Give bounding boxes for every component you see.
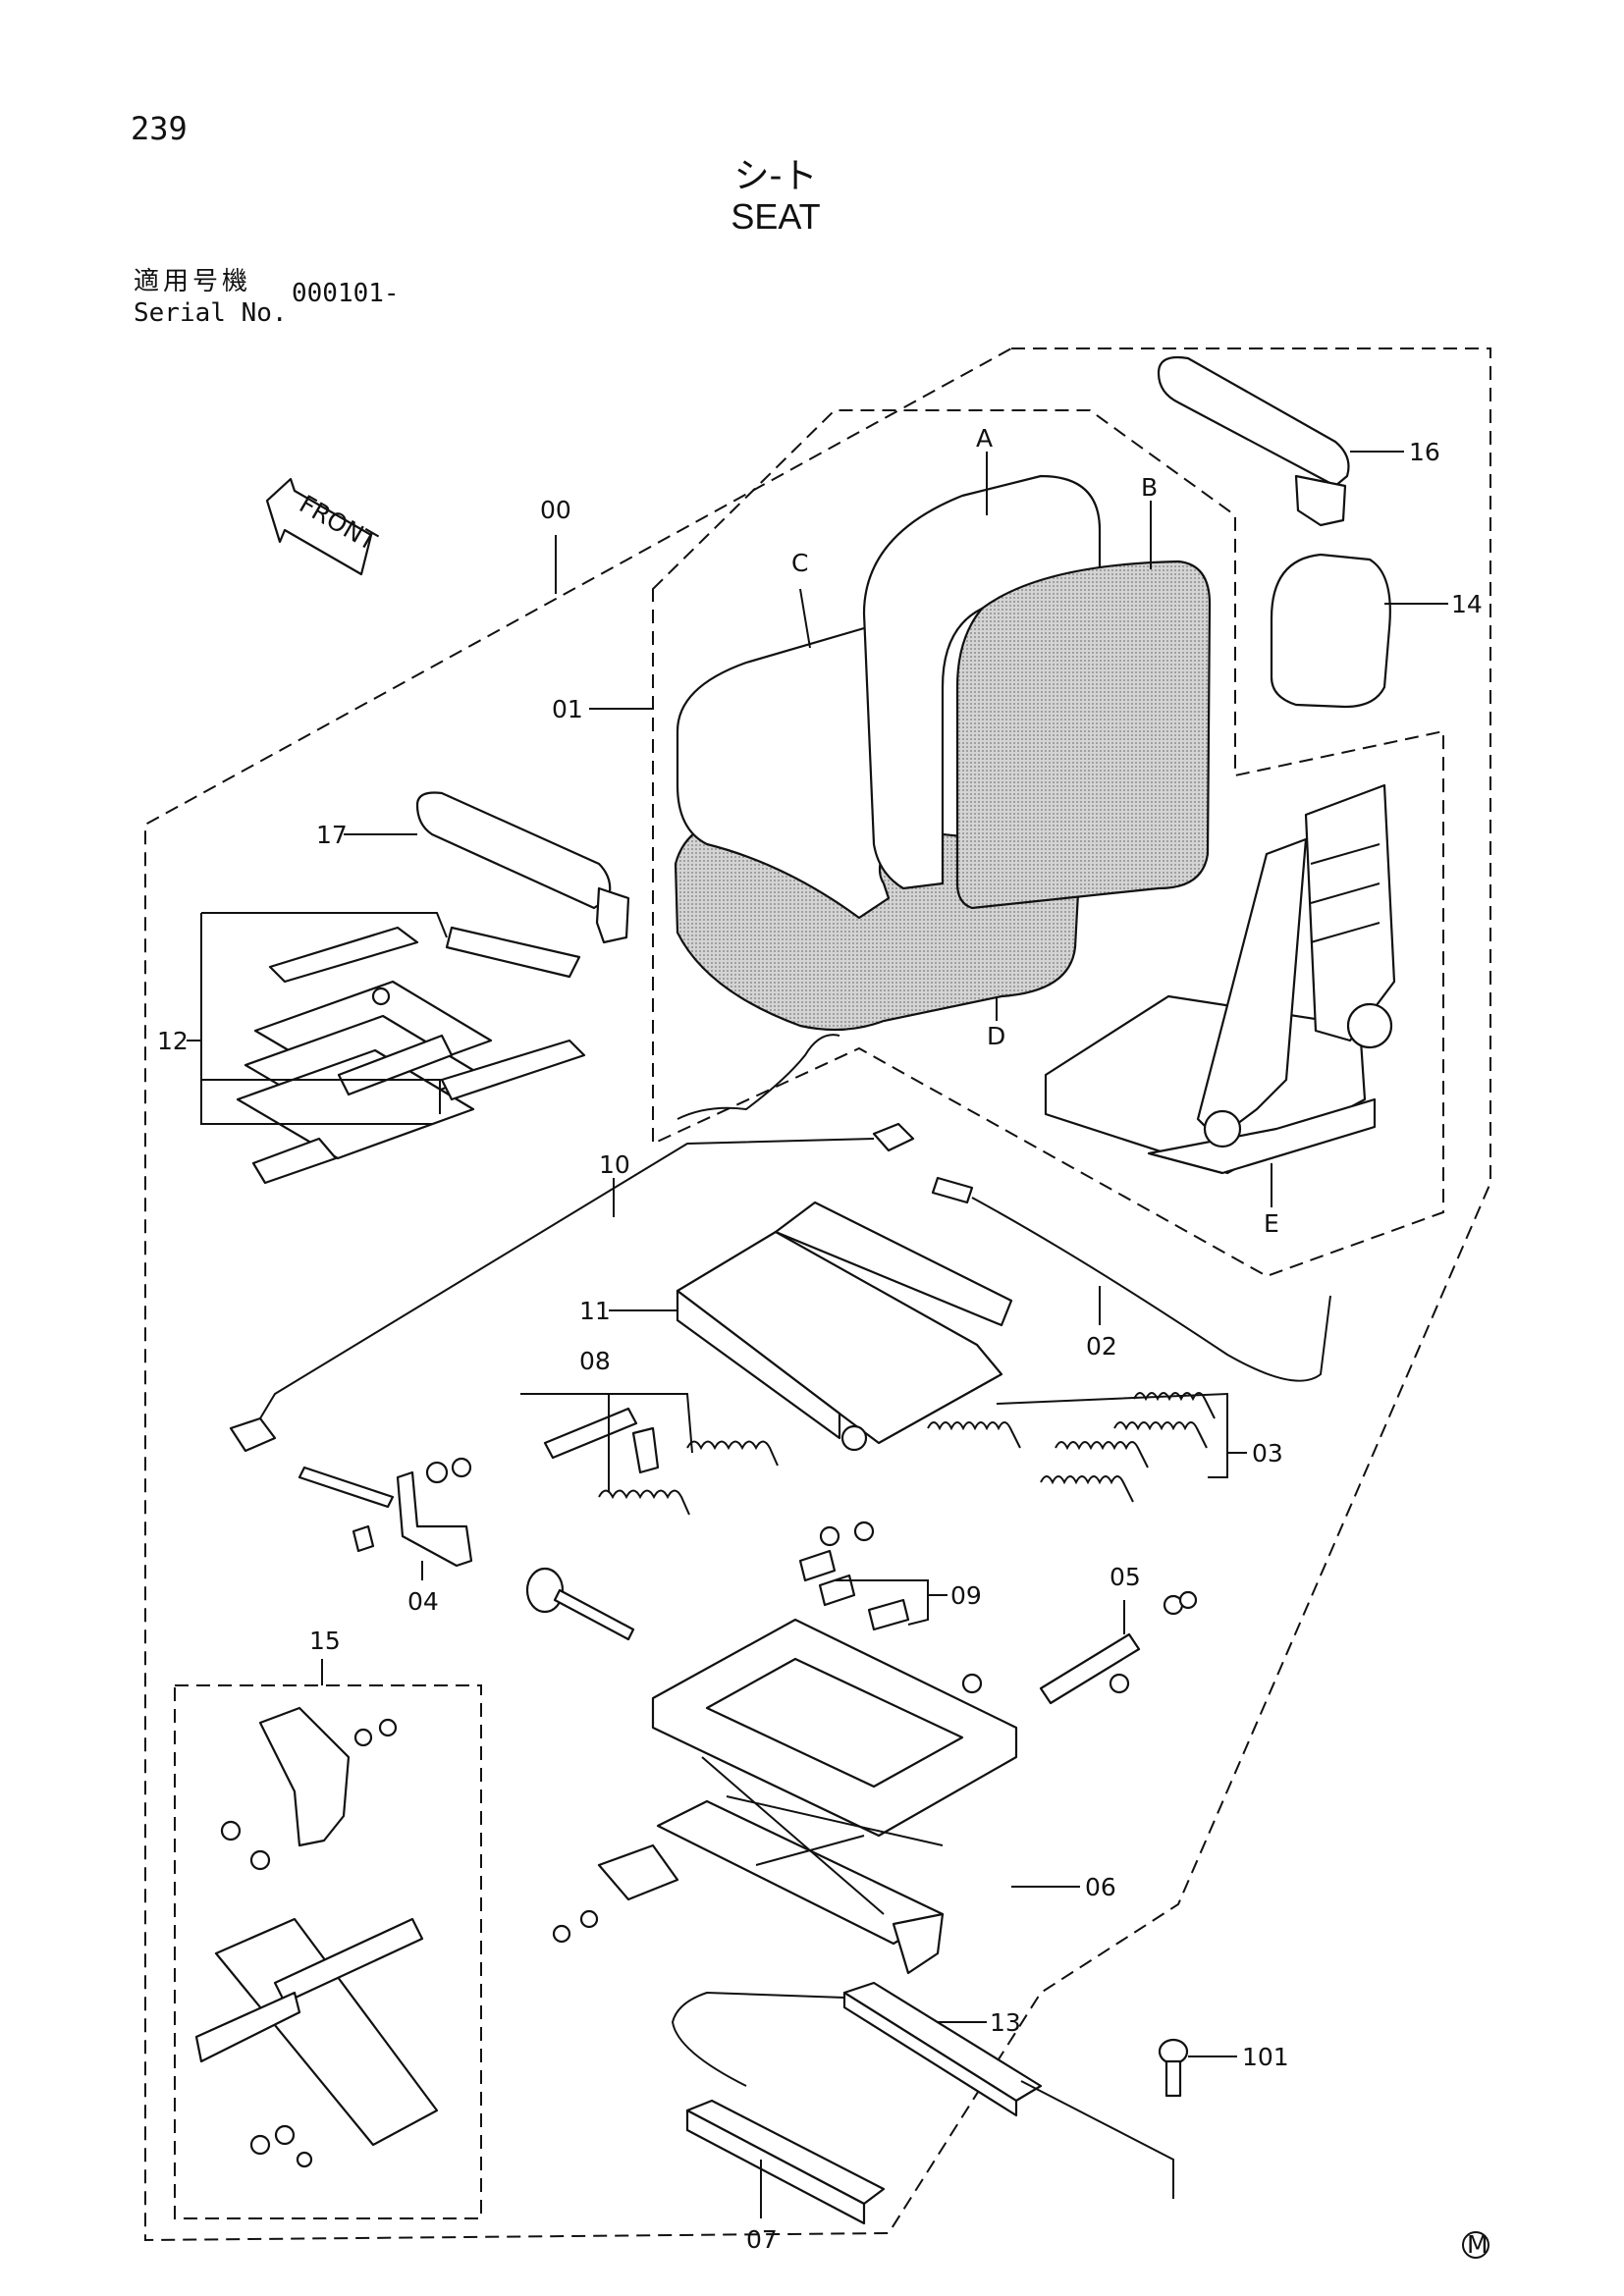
headrest-part-14	[1270, 553, 1391, 709]
suspension-frame-part-06	[552, 1618, 1018, 1975]
base-rail-part-07	[685, 2099, 886, 2225]
armrest-left-part-17	[415, 791, 630, 944]
backrest-cushion-part-b	[955, 560, 1212, 910]
clips-part-09	[798, 1521, 910, 1631]
callout-03: 03	[1252, 1439, 1283, 1468]
callout-09: 09	[950, 1581, 982, 1610]
callout-11: 11	[579, 1297, 611, 1325]
damper-part-05	[961, 1590, 1198, 1705]
callout-07: 07	[746, 2225, 778, 2254]
callout-10: 10	[599, 1150, 630, 1179]
callout-17: 17	[316, 821, 348, 849]
springs-part-03	[927, 1392, 1216, 1503]
callout-06: 06	[1085, 1873, 1116, 1901]
callout-a: A	[976, 424, 993, 453]
seat-wire-harness	[677, 1034, 840, 1120]
kit-15-outline	[174, 1684, 482, 2219]
serial-label-japanese: 適用号機	[134, 267, 252, 296]
serial-label-english: Serial No.	[134, 298, 288, 328]
front-arrow-icon: FRONT	[265, 477, 382, 576]
harness-connector-part-10	[229, 1122, 915, 1453]
seat-slide-frame-part-11	[676, 1201, 1013, 1452]
callout-16: 16	[1409, 438, 1440, 466]
callout-12: 12	[157, 1027, 189, 1055]
pin-springs-part-08	[543, 1407, 779, 1516]
title-english: SEAT	[731, 196, 821, 237]
callout-04: 04	[407, 1587, 439, 1616]
callout-e: E	[1264, 1209, 1279, 1238]
callout-101: 101	[1242, 2043, 1289, 2071]
seat-cover-part-c	[676, 626, 891, 920]
callout-00: 00	[540, 496, 571, 524]
page-number: 239	[131, 110, 188, 147]
callout-08: 08	[579, 1347, 611, 1375]
serial-number-value: 000101-	[292, 279, 400, 308]
callout-15: 15	[309, 1627, 341, 1655]
callout-14: 14	[1451, 590, 1483, 618]
callout-05: 05	[1110, 1563, 1141, 1591]
callout-c: C	[791, 549, 808, 577]
slide-rail-part-13	[671, 1981, 1043, 2117]
callout-01: 01	[552, 695, 583, 723]
lever-bracket-part-04	[298, 1457, 473, 1568]
armrest-right-part-16	[1157, 355, 1350, 527]
callout-b: B	[1141, 473, 1158, 502]
leader-lines	[187, 451, 1448, 2218]
callout-d: D	[987, 1022, 1005, 1050]
seat-frame-part-e	[1044, 783, 1396, 1175]
bolt-part-101	[1158, 2038, 1189, 2098]
kit-parts-15	[194, 1706, 439, 2168]
callout-02: 02	[1086, 1332, 1117, 1361]
maker-mark-letter: M	[1467, 2230, 1489, 2259]
callout-13: 13	[990, 2008, 1021, 2037]
assembly-outline	[144, 347, 1491, 2242]
maker-mark-icon: M	[1462, 2230, 1489, 2259]
height-knob	[525, 1567, 635, 1641]
adjust-cable-part-02	[931, 1176, 1331, 1382]
slide-rails-part-12	[236, 926, 586, 1185]
title-japanese: シ-ト	[733, 156, 818, 196]
